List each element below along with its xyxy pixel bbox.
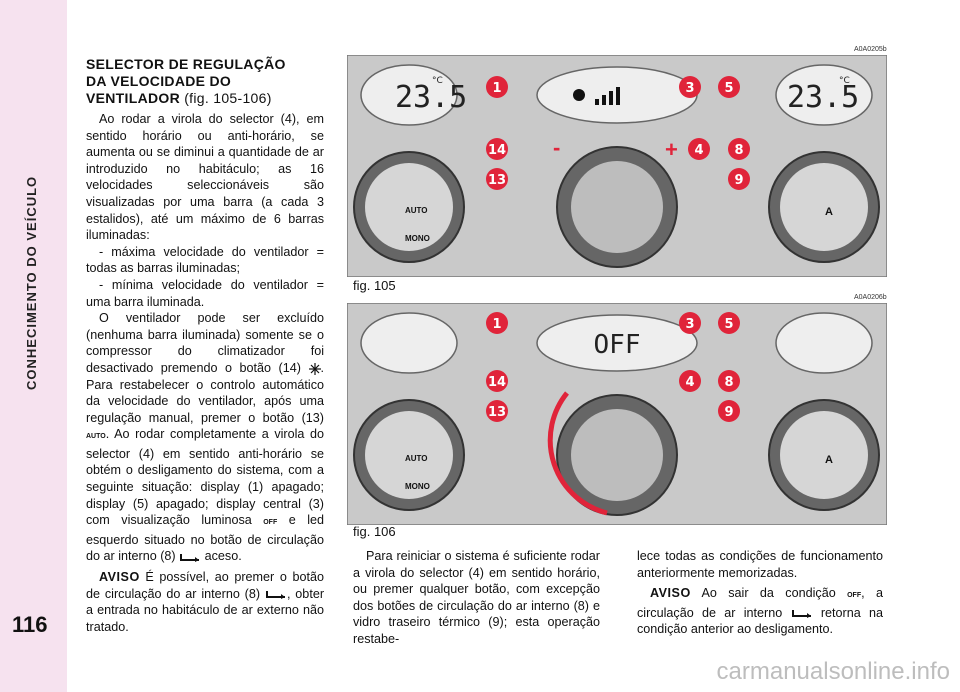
callout-4: 4	[679, 370, 701, 392]
callout-1: 1	[486, 76, 508, 98]
svg-text:13: 13	[488, 405, 506, 420]
svg-text:8: 8	[734, 143, 743, 158]
section-heading: SELECTOR DE REGULAÇÃO DA VELOCIDADE DO V…	[86, 56, 286, 106]
right-display	[775, 312, 873, 374]
left-column: SELECTOR DE REGULAÇÃO DA VELOCIDADE DO V…	[86, 56, 324, 635]
fig105-code: A0A0205b	[854, 46, 887, 53]
svg-text:4: 4	[694, 143, 703, 158]
fan-speed-bar	[595, 87, 620, 105]
page-number: 116	[12, 612, 48, 637]
svg-text:9: 9	[734, 173, 743, 188]
bottom-middle-column: Para reiniciar o sistema é suficiente ro…	[353, 548, 600, 648]
aviso-paragraph-2: AVISO Ao sair da condição OFF, a circula…	[637, 586, 884, 637]
plus-sign: +	[665, 137, 678, 162]
fig105-panel: 23.5 °C 23.5 °C AUTO MONO A - + 1 3 5 14…	[347, 55, 887, 277]
right-temp-value: 23.5	[787, 80, 859, 115]
svg-text:9: 9	[724, 405, 733, 420]
paragraph-3: - mínima velocidade do ventilador = uma …	[86, 277, 324, 309]
aviso-paragraph: AVISO É possível, ao premer o botão de c…	[86, 570, 325, 634]
minus-sign: -	[553, 135, 560, 160]
left-knob-face	[365, 411, 453, 499]
air-recirculation-icon	[791, 610, 811, 619]
fig105-label: fig. 105	[353, 278, 396, 293]
right-display	[775, 64, 873, 126]
paragraph-1: Ao rodar a virola do selector (4), em se…	[86, 112, 324, 243]
mono-label: MONO	[405, 482, 430, 491]
right-knob-a-label: A	[825, 206, 833, 218]
svg-text:5: 5	[724, 81, 733, 96]
restore-paragraph: lece todas as condições de funcionamento…	[637, 549, 883, 580]
callout-9: 9	[728, 168, 750, 190]
left-temp-unit: °C	[432, 76, 443, 86]
center-display	[536, 314, 698, 372]
auto-label: AUTO	[405, 454, 428, 463]
svg-text:14: 14	[488, 143, 506, 158]
fan-icon	[573, 89, 585, 101]
left-display	[360, 312, 458, 374]
rotation-arrow	[547, 391, 608, 516]
restart-paragraph: Para reiniciar o sistema é suficiente ro…	[353, 549, 600, 646]
right-knob-face	[780, 411, 868, 499]
paragraph-2: - máxima velocidade do ventilador = toda…	[86, 244, 324, 276]
right-knob-a-label: A	[825, 454, 833, 466]
paragraph-4: O ventilador pode ser excluído (nenhuma …	[86, 311, 325, 564]
svg-text:3: 3	[685, 81, 694, 96]
callout-13: 13	[486, 168, 508, 190]
callout-4: 4	[688, 138, 710, 160]
callout-14: 14	[486, 370, 508, 392]
callout-1: 1	[486, 312, 508, 334]
svg-text:13: 13	[488, 173, 506, 188]
svg-text:4: 4	[685, 375, 694, 390]
svg-text:5: 5	[724, 317, 733, 332]
callout-3: 3	[679, 76, 701, 98]
fig106-panel: OFF AUTO MONO A 1 3 5 14 4 8 13 9	[347, 303, 887, 525]
center-knob-face	[571, 409, 663, 501]
svg-text:1: 1	[492, 317, 501, 332]
left-temp-value: 23.5	[395, 80, 467, 115]
mono-label: MONO	[405, 234, 430, 243]
snowflake-icon	[308, 362, 321, 375]
callout-3: 3	[679, 312, 701, 334]
bottom-right-column: lece todas as condições de funcionamento…	[637, 548, 883, 638]
callout-8: 8	[718, 370, 740, 392]
auto-label: AUTO	[405, 206, 428, 215]
left-knob-face	[365, 163, 453, 251]
air-recirculation-icon	[180, 554, 200, 563]
callout-5: 5	[718, 76, 740, 98]
section-title: CONHECIMENTO DO VEÍCULO	[24, 175, 39, 390]
air-recirculation-icon	[265, 591, 285, 600]
center-knob-face	[571, 161, 663, 253]
callout-8: 8	[728, 138, 750, 160]
svg-text:3: 3	[685, 317, 694, 332]
callout-14: 14	[486, 138, 508, 160]
fig106-label: fig. 106	[353, 524, 396, 539]
right-temp-unit: °C	[839, 76, 850, 86]
side-band	[0, 0, 67, 692]
right-knob-face	[780, 163, 868, 251]
callout-13: 13	[486, 400, 508, 422]
watermark: carmanualsonline.info	[716, 658, 950, 685]
center-display-off: OFF	[594, 330, 641, 360]
svg-text:8: 8	[724, 375, 733, 390]
svg-text:14: 14	[488, 375, 506, 390]
svg-text:1: 1	[492, 81, 501, 96]
left-display	[360, 64, 458, 126]
callout-9: 9	[718, 400, 740, 422]
callout-5: 5	[718, 312, 740, 334]
fig106-code: A0A0206b	[854, 294, 887, 301]
